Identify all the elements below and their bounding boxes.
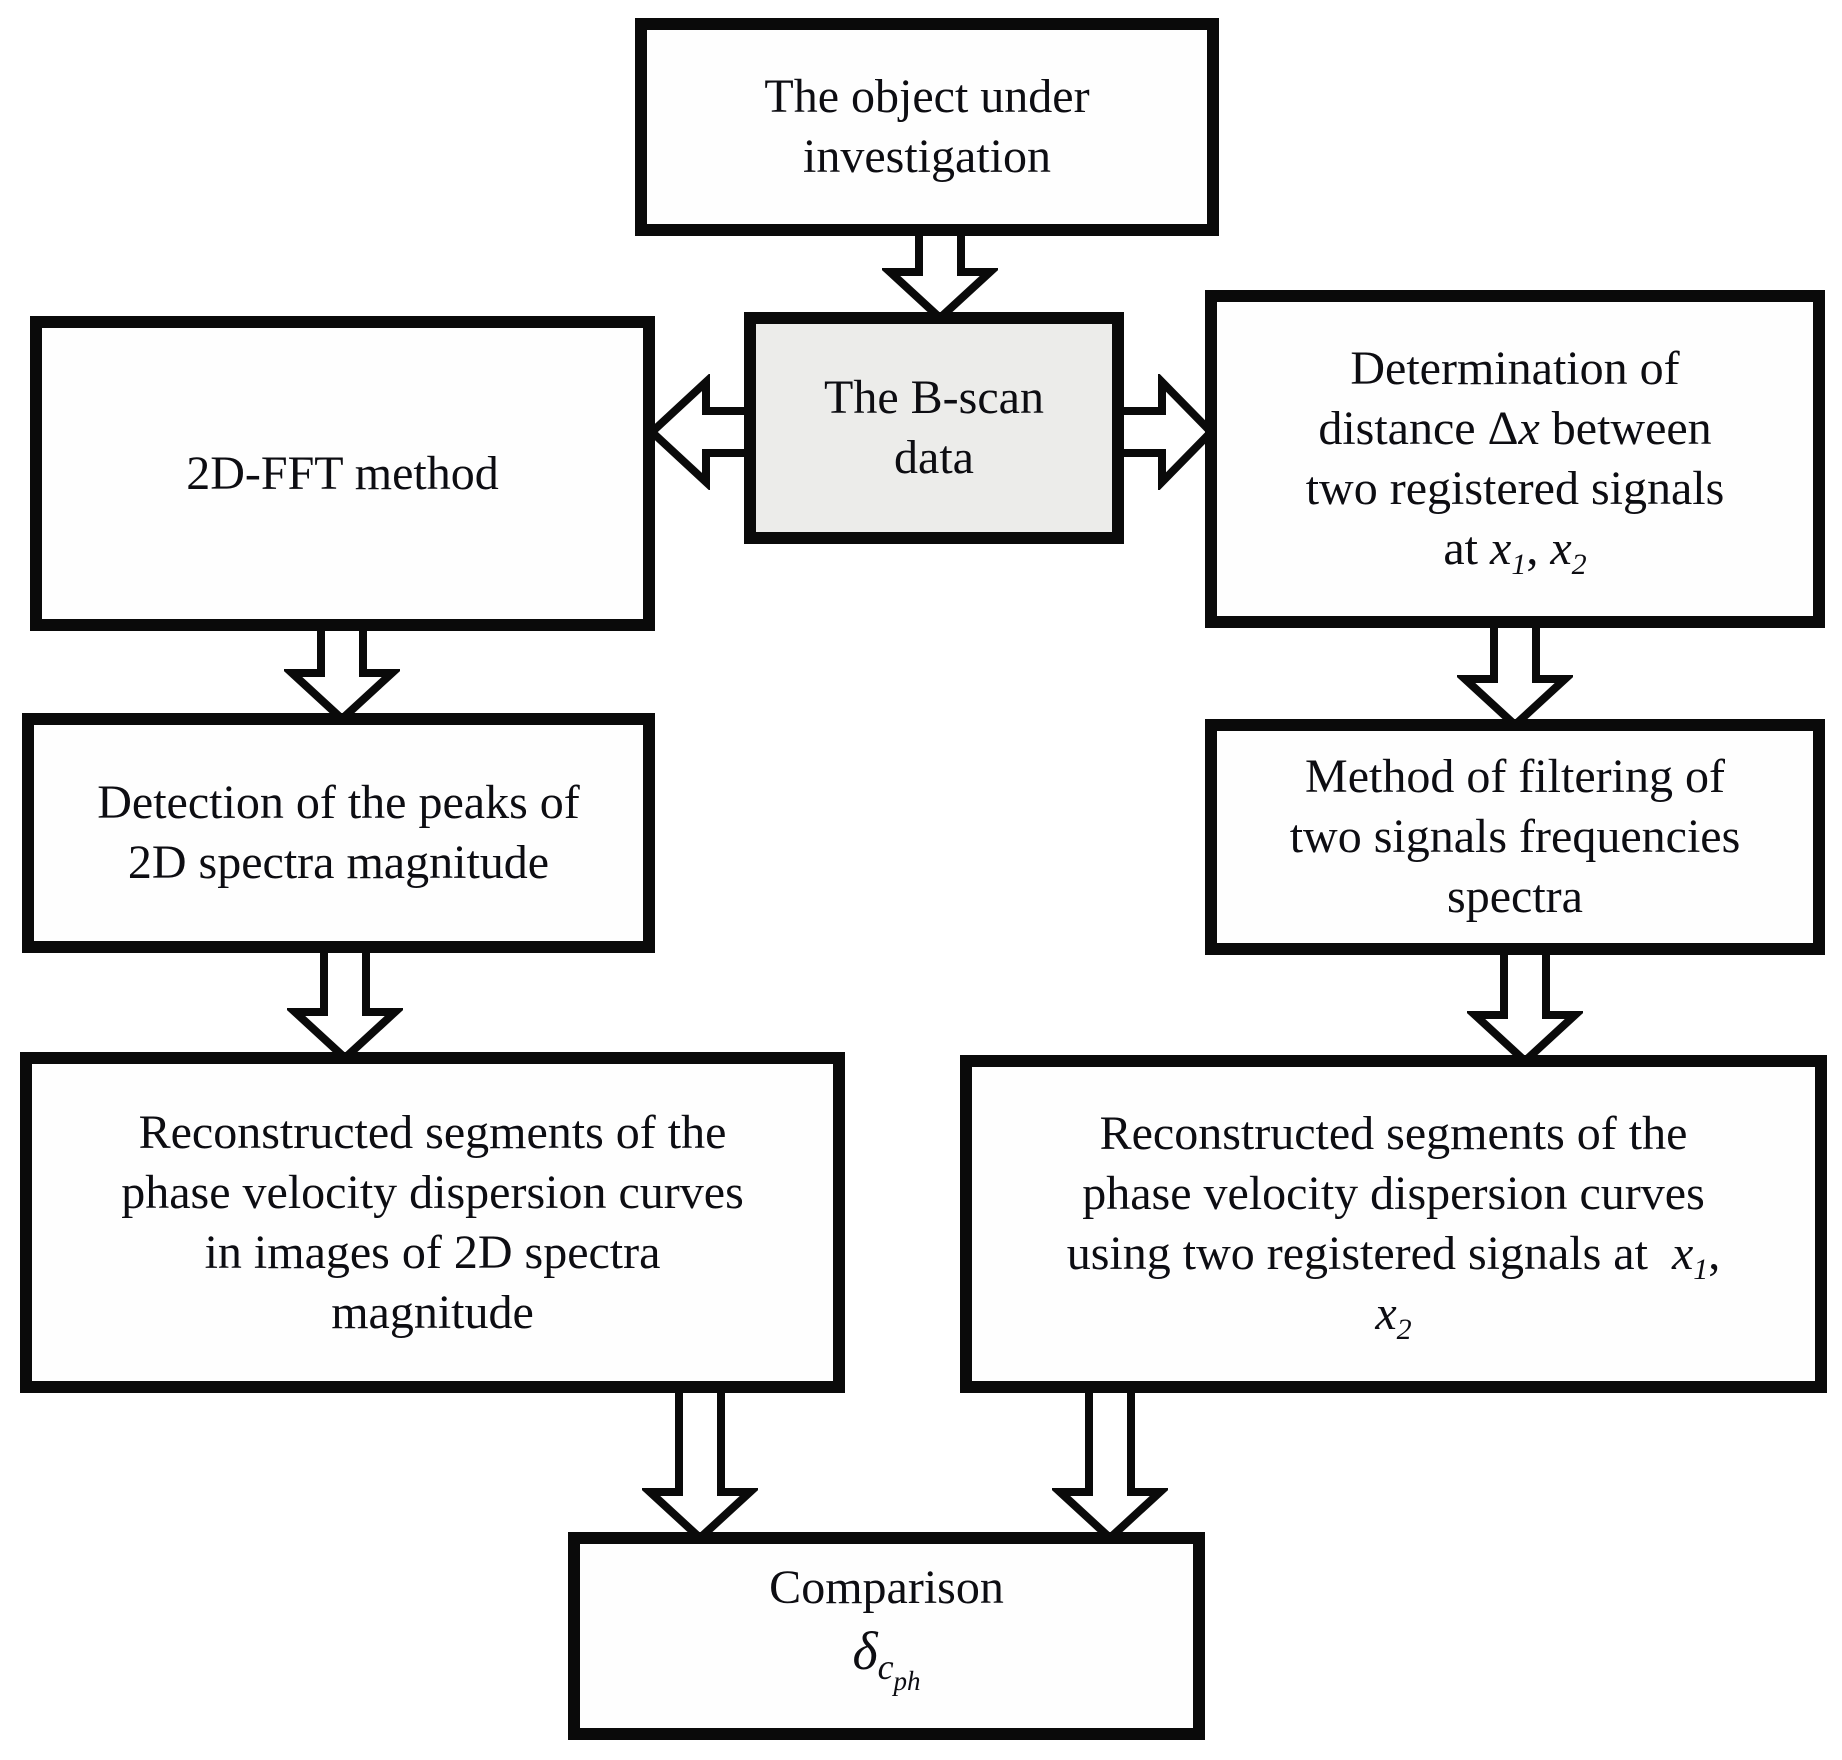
object-under-investigation-box: The object under investigation (635, 18, 1219, 236)
arrow-filtering-to-recon-icon (1467, 946, 1583, 1065)
filtering-line2: two signals frequencies (1289, 810, 1741, 863)
object-box-line2: investigation (803, 130, 1051, 183)
object-box-line1: The object under (764, 70, 1090, 123)
filtering-line1: Method of filtering of (1305, 750, 1725, 803)
delta-subscript-c: c (877, 1647, 894, 1687)
detection-line1: Detection of the peaks of (97, 776, 580, 829)
arrow-recon-signals-to-comparison-icon (1052, 1384, 1168, 1542)
detection-peaks-box: Detection of the peaks of 2D spectra mag… (22, 713, 655, 953)
filtering-method-box: Method of filtering of two signals frequ… (1205, 719, 1825, 955)
delta-symbol: δ (852, 1621, 878, 1681)
filtering-line3: spectra (1447, 870, 1583, 923)
comparison-label: Comparison (769, 1561, 1004, 1614)
arrow-object-to-bscan-icon (882, 226, 998, 322)
arrow-bscan-to-fft-icon (646, 374, 752, 490)
bscan-data-box: The B-scan data (744, 312, 1124, 544)
arrow-detection-to-recon-icon (287, 944, 403, 1062)
fft-method-box: 2D-FFT method (30, 316, 655, 631)
reconstructed-2dfft-box: Reconstructed segments of the phase velo… (20, 1052, 845, 1393)
determination-line4: at x1, x2 (1443, 522, 1587, 581)
recon-signals-line3: using two registered signals at x1, (1066, 1227, 1721, 1286)
determination-line3: two registered signals (1305, 462, 1725, 515)
delta-subscript-ph: ph (893, 1666, 921, 1696)
arrow-bscan-to-determination-icon (1116, 374, 1216, 490)
recon-signals-line1: Reconstructed segments of the (1099, 1107, 1688, 1160)
arrow-determination-to-filtering-icon (1457, 618, 1573, 729)
recon-signals-line4: x2 (1375, 1287, 1412, 1346)
determination-line2: distance Δx between (1318, 402, 1712, 455)
reconstructed-signals-box: Reconstructed segments of the phase velo… (960, 1055, 1827, 1393)
arrow-recon-2dfft-to-comparison-icon (642, 1384, 758, 1542)
arrow-fft-to-detection-icon (284, 620, 400, 723)
recon-2dfft-line4: magnitude (331, 1285, 534, 1339)
recon-2dfft-line3: in images of 2D spectra (204, 1225, 661, 1279)
recon-2dfft-line1: Reconstructed segments of the (138, 1105, 727, 1159)
bscan-box-line2: data (894, 431, 974, 484)
fft-box-label: 2D-FFT method (186, 446, 499, 500)
determination-distance-box: Determination of distance Δx between two… (1205, 290, 1825, 628)
recon-signals-line2: phase velocity dispersion curves (1082, 1167, 1705, 1220)
determination-line1: Determination of (1350, 342, 1680, 395)
bscan-box-line1: The B-scan (824, 371, 1044, 424)
detection-line2: 2D spectra magnitude (127, 836, 550, 889)
recon-2dfft-line2: phase velocity dispersion curves (121, 1165, 744, 1219)
